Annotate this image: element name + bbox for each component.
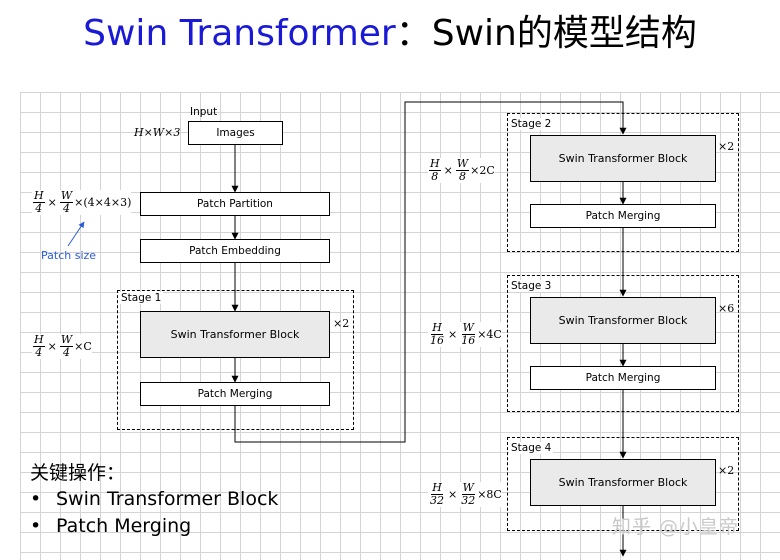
patch-embedding-box: Patch Embedding bbox=[140, 239, 330, 263]
stage-1-frame bbox=[117, 290, 354, 430]
stage-3-swin-block: Swin Transformer Block bbox=[530, 297, 716, 344]
stage-2-frame bbox=[507, 113, 739, 252]
stage-3-frame bbox=[507, 275, 739, 412]
patch-size-pointer bbox=[67, 221, 85, 247]
stage-3-patch-merging: Patch Merging bbox=[530, 366, 716, 390]
stage-1-patch-merging: Patch Merging bbox=[140, 382, 330, 406]
stage-4-label: Stage 4 bbox=[509, 442, 554, 454]
key-ops-title: 关键操作： bbox=[30, 462, 126, 484]
watermark: 知乎 @小皇帝 bbox=[612, 516, 740, 538]
slide-title: Swin Transformer：Swin的模型结构 bbox=[0, 8, 780, 60]
stage-2-swin-block: Swin Transformer Block bbox=[530, 135, 716, 182]
stage-2-repeat: ×2 bbox=[718, 140, 735, 153]
list-item: •Swin Transformer Block bbox=[30, 488, 279, 510]
input-label: Input bbox=[190, 106, 218, 118]
stage-1-label: Stage 1 bbox=[119, 292, 164, 304]
stage-2-patch-merging: Patch Merging bbox=[530, 204, 716, 228]
stage-1-swin-block: Swin Transformer Block bbox=[140, 311, 330, 358]
patch-partition-box: Patch Partition bbox=[140, 192, 330, 216]
stage-1-repeat: ×2 bbox=[333, 317, 350, 330]
title-prefix: Swin Transformer bbox=[83, 13, 396, 54]
images-box: Images bbox=[188, 121, 283, 145]
stage-4-frame bbox=[507, 437, 739, 531]
stage-4-swin-block: Swin Transformer Block bbox=[530, 459, 716, 506]
connector-stage1-to-stage2 bbox=[234, 101, 627, 443]
patch-size-note: Patch size bbox=[41, 249, 97, 262]
list-item: •Patch Merging bbox=[30, 515, 192, 537]
title-suffix: ：Swin的模型结构 bbox=[395, 13, 697, 54]
stage-4-repeat: ×2 bbox=[718, 464, 735, 477]
input-dimension: H×W×3 bbox=[134, 126, 181, 139]
stage-2-label: Stage 2 bbox=[509, 118, 554, 130]
stage-3-label: Stage 3 bbox=[509, 280, 554, 292]
stage-3-repeat: ×6 bbox=[718, 302, 735, 315]
key-ops-list: •Swin Transformer Block •Patch Merging bbox=[30, 486, 278, 540]
